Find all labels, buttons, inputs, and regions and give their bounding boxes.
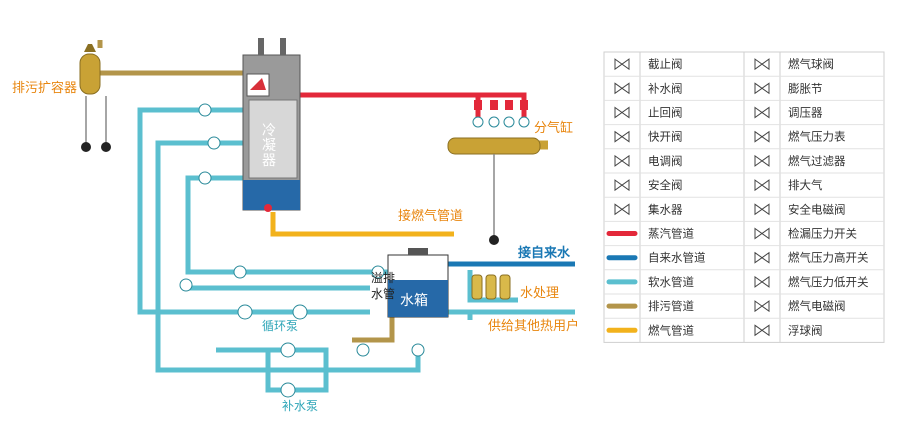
gas-filter-icon xyxy=(754,154,770,167)
gas-high-pressure-switch-icon xyxy=(754,251,770,264)
steam-valve-1[interactable] xyxy=(472,116,484,128)
legend-label: 燃气压力表 xyxy=(788,130,846,144)
legend-label: 调压器 xyxy=(788,106,823,120)
quick-open-valve-icon xyxy=(614,130,630,143)
legend-label: 电调阀 xyxy=(648,154,683,168)
steam-valve-4[interactable] xyxy=(518,116,530,128)
gas-pressure-gauge-icon xyxy=(754,130,770,143)
valve-f-icon[interactable] xyxy=(371,265,385,279)
condenser-boiler xyxy=(242,38,301,212)
gas-solenoid-valve-icon xyxy=(754,300,770,313)
label-condenser-1: 冷 xyxy=(262,123,276,139)
legend-label: 膨胀节 xyxy=(788,81,823,95)
steam-valve-2[interactable] xyxy=(488,116,500,128)
safety-valve-icon xyxy=(614,179,630,192)
valve-e-icon[interactable] xyxy=(179,278,193,292)
label-circulation-pump: 循环泵 xyxy=(262,319,298,333)
label-overflow-pipe-1: 溢排 xyxy=(371,271,395,285)
gas-ball-valve-icon xyxy=(754,58,770,71)
vent-icon xyxy=(754,179,770,192)
label-water-treatment: 水处理 xyxy=(520,286,559,301)
label-sewage-expander: 排污扩容器 xyxy=(12,80,77,96)
label-makeup-pump: 补水泵 xyxy=(282,399,318,413)
water-treatment-units xyxy=(471,274,511,300)
legend-label: 安全电磁阀 xyxy=(788,202,846,216)
legend-label: 安全阀 xyxy=(648,178,683,192)
soft-water-pipes xyxy=(137,107,575,393)
legend-label: 集水器 xyxy=(648,202,683,216)
legend-label: 浮球阀 xyxy=(788,323,823,337)
legend-label: 自来水管道 xyxy=(648,251,706,265)
circulation-pump-icon[interactable] xyxy=(237,304,253,320)
legend-label: 燃气压力高开关 xyxy=(788,251,869,265)
steam-header xyxy=(447,137,541,245)
makeup-pump-1-icon[interactable] xyxy=(280,342,296,358)
legend-label: 燃气电磁阀 xyxy=(788,299,846,313)
label-overflow-pipe-2: 水管 xyxy=(371,286,395,301)
legend-label: 补水阀 xyxy=(648,81,683,95)
legend-label: 截止阀 xyxy=(648,57,683,71)
soft-water-valves xyxy=(179,103,425,357)
steam-valve-3[interactable] xyxy=(503,116,515,128)
label-water-tank: 水箱 xyxy=(400,293,428,309)
leak-pressure-switch-icon xyxy=(754,227,770,240)
safety-solenoid-valve-icon xyxy=(754,203,770,216)
pressure-regulator-icon xyxy=(754,106,770,119)
makeup-pump-2-icon[interactable] xyxy=(280,382,296,398)
valve-b-icon[interactable] xyxy=(207,136,221,150)
gas-low-pressure-switch-icon xyxy=(754,275,770,288)
legend-label: 排污管道 xyxy=(648,299,694,313)
valve-c-icon[interactable] xyxy=(198,171,212,185)
legend-label: 止回阀 xyxy=(648,106,683,120)
valve-g-icon[interactable] xyxy=(411,343,425,357)
steam-pipes xyxy=(300,92,527,118)
label-gas-inlet: 接燃气管道 xyxy=(398,208,463,224)
check-valve-icon xyxy=(614,106,630,119)
valve-d-icon[interactable] xyxy=(233,265,247,279)
label-steam-header: 分气缸 xyxy=(534,120,573,136)
label-tap-water-inlet: 接自来水 xyxy=(518,245,571,261)
valve-h-icon[interactable] xyxy=(356,343,370,357)
legend-label: 蒸汽管道 xyxy=(648,227,694,241)
label-condenser-3: 器 xyxy=(262,153,276,169)
makeup-valve-icon xyxy=(614,82,630,95)
legend-label: 软水管道 xyxy=(648,275,694,289)
legend-label: 燃气压力低开关 xyxy=(788,275,869,289)
circulation-pump-2-icon[interactable] xyxy=(292,304,308,320)
expansion-joint-icon xyxy=(754,82,770,95)
legend-label: 燃气管道 xyxy=(648,323,694,337)
legend-label: 燃气过滤器 xyxy=(788,154,846,168)
valve-a-icon[interactable] xyxy=(198,103,212,117)
label-supply-users: 供给其他热用户 xyxy=(488,318,579,334)
circulation-pumps xyxy=(237,304,308,320)
stop-valve-icon xyxy=(614,58,630,71)
steam-header-valves xyxy=(472,100,530,128)
legend-label: 排大气 xyxy=(788,178,823,192)
sewage-expander xyxy=(79,44,111,152)
label-condenser-2: 凝 xyxy=(262,138,276,154)
legend-label: 燃气球阀 xyxy=(788,57,834,71)
electric-control-valve-icon xyxy=(614,154,630,167)
water-tank xyxy=(387,248,449,318)
legend-label: 检漏压力开关 xyxy=(788,227,857,241)
legend-label: 快开阀 xyxy=(648,130,683,144)
water-collector-icon xyxy=(614,203,630,216)
float-valve-icon xyxy=(754,324,770,337)
makeup-pumps xyxy=(280,342,296,398)
